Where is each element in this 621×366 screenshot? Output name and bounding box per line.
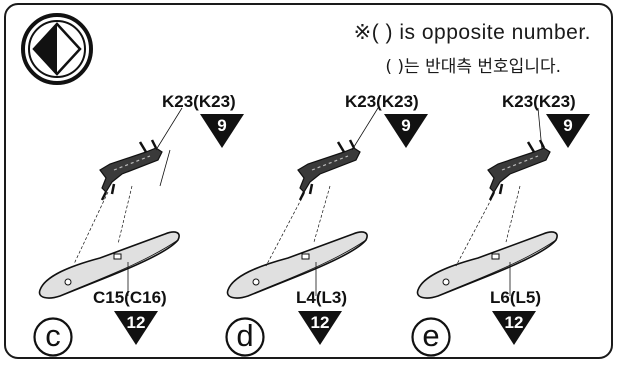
- top-step-number-d: 9: [401, 116, 411, 135]
- top-step-number-c: 9: [217, 116, 227, 135]
- circled-letter-icon: c: [32, 316, 74, 358]
- variant-letter-e: e: [422, 318, 440, 353]
- bottom-step-number-c: 12: [126, 313, 146, 332]
- triangle-step-icon: 9: [546, 114, 590, 148]
- variant-letter-c: c: [45, 318, 61, 353]
- top-part-label-c: K23(K23): [162, 92, 236, 111]
- triangle-step-icon: 12: [114, 311, 158, 345]
- triangle-step-icon: 9: [200, 114, 244, 148]
- top-step-number-e: 9: [563, 116, 573, 135]
- triangle-step-icon: 12: [492, 311, 536, 345]
- bottom-part-label-c: C15(C16): [93, 288, 167, 307]
- opposite-number-note-en: ※( ) is opposite number.: [353, 21, 591, 44]
- bracket-part-d: [296, 138, 362, 202]
- diamond-arrow-icon: [21, 13, 93, 85]
- triangle-step-icon: 9: [384, 114, 428, 148]
- bottom-step-number-d: 12: [310, 313, 330, 332]
- bottom-part-label-d: L4(L3): [296, 288, 347, 307]
- top-part-label-d: K23(K23): [345, 92, 419, 111]
- variant-letter-d: d: [236, 318, 254, 353]
- circled-letter-icon: d: [224, 316, 266, 358]
- triangle-step-icon: 12: [298, 311, 342, 345]
- top-part-label-e: K23(K23): [502, 92, 576, 111]
- opposite-number-note-ko: ( )는 반대측 번호입니다.: [385, 57, 561, 77]
- circled-letter-icon: e: [410, 316, 452, 358]
- bottom-step-number-e: 12: [504, 313, 524, 332]
- bottom-part-label-e: L6(L5): [490, 288, 541, 307]
